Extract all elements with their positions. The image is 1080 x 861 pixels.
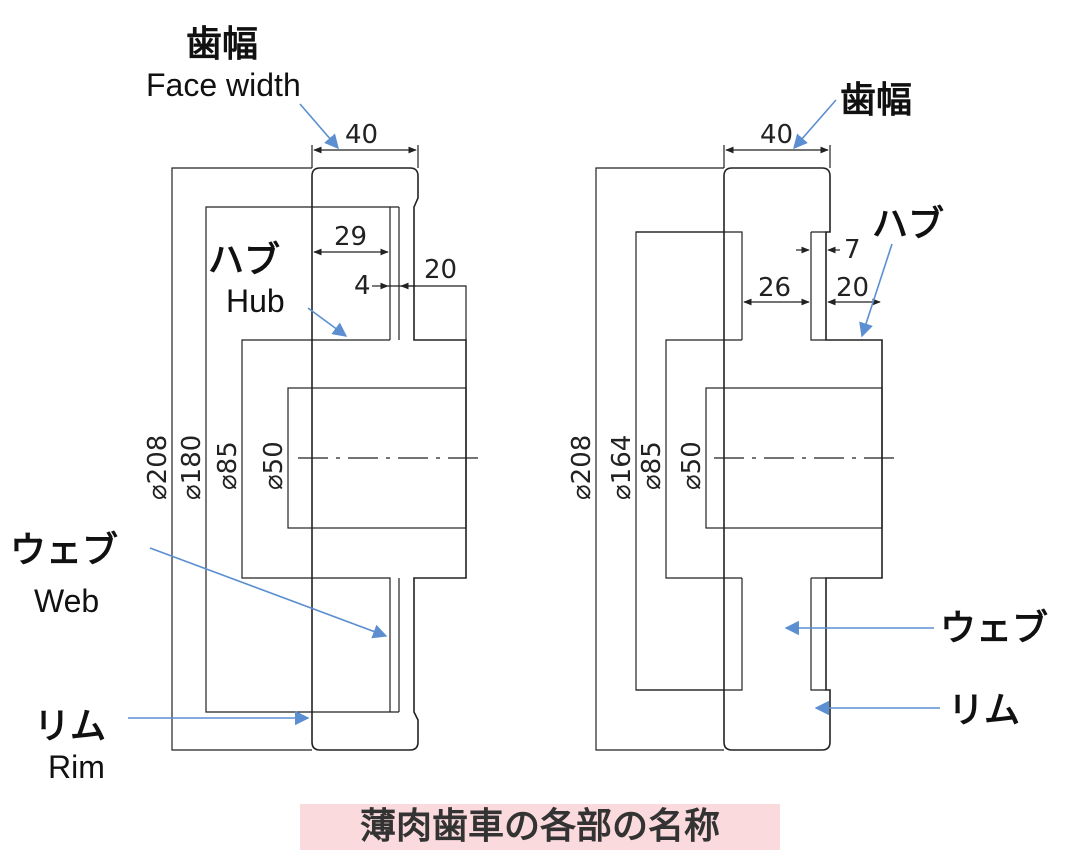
left-dim-d208: ⌀208 [143, 435, 173, 500]
left-web-en: Web [34, 583, 99, 619]
left-dim-d180: ⌀180 [177, 435, 207, 500]
right-dim-d208: ⌀208 [567, 435, 597, 500]
left-rim-en: Rim [48, 749, 105, 785]
left-face-width-jp: 歯幅 [186, 24, 258, 65]
left-face-width-en: Face width [146, 67, 301, 103]
left-dim-hub-len: 20 [424, 255, 457, 285]
right-dim-web: 7 [844, 235, 861, 265]
right-dim-width: 40 [760, 120, 793, 150]
right-hub-outline [665, 339, 724, 579]
right-face-width-jp: 歯幅 [840, 80, 912, 121]
right-hub-arrow [859, 243, 893, 338]
left-dim-hub-gap: 29 [334, 222, 367, 252]
right-gear [595, 145, 898, 751]
left-hub-outline [241, 339, 312, 579]
left-web-recess-bottom [312, 577, 400, 713]
left-hub-en: Hub [226, 283, 285, 319]
right-face-width-arrow [793, 99, 837, 150]
left-gear [171, 145, 482, 751]
left-web-arrow [149, 547, 388, 639]
right-dim-hub-gap: 26 [758, 273, 791, 303]
right-web-jp: ウェブ [940, 607, 1048, 649]
left-rim-jp: リム [34, 706, 106, 747]
right-dim-d164: ⌀164 [607, 435, 637, 500]
right-hub-jp: ハブ [872, 203, 944, 245]
left-hub-jp: ハブ [208, 239, 280, 281]
left-gear-profile [311, 167, 467, 751]
left-dim-d50: ⌀50 [259, 441, 289, 490]
left-face-width-arrow [299, 103, 339, 150]
right-dim-d85: ⌀85 [637, 441, 667, 490]
left-web-jp: ウェブ [10, 529, 118, 571]
right-dim-hub-len: 20 [836, 273, 869, 303]
left-dim-web: 4 [354, 271, 371, 301]
left-hub-arrow [307, 307, 348, 337]
right-rim-jp: リム [948, 690, 1020, 731]
left-dim-width: 40 [345, 120, 378, 150]
right-dim-d50: ⌀50 [677, 441, 707, 490]
left-dim-d85: ⌀85 [213, 441, 243, 490]
right-gear-profile [723, 167, 883, 751]
diagram-caption: 薄肉歯車の各部の名称 [300, 804, 780, 850]
